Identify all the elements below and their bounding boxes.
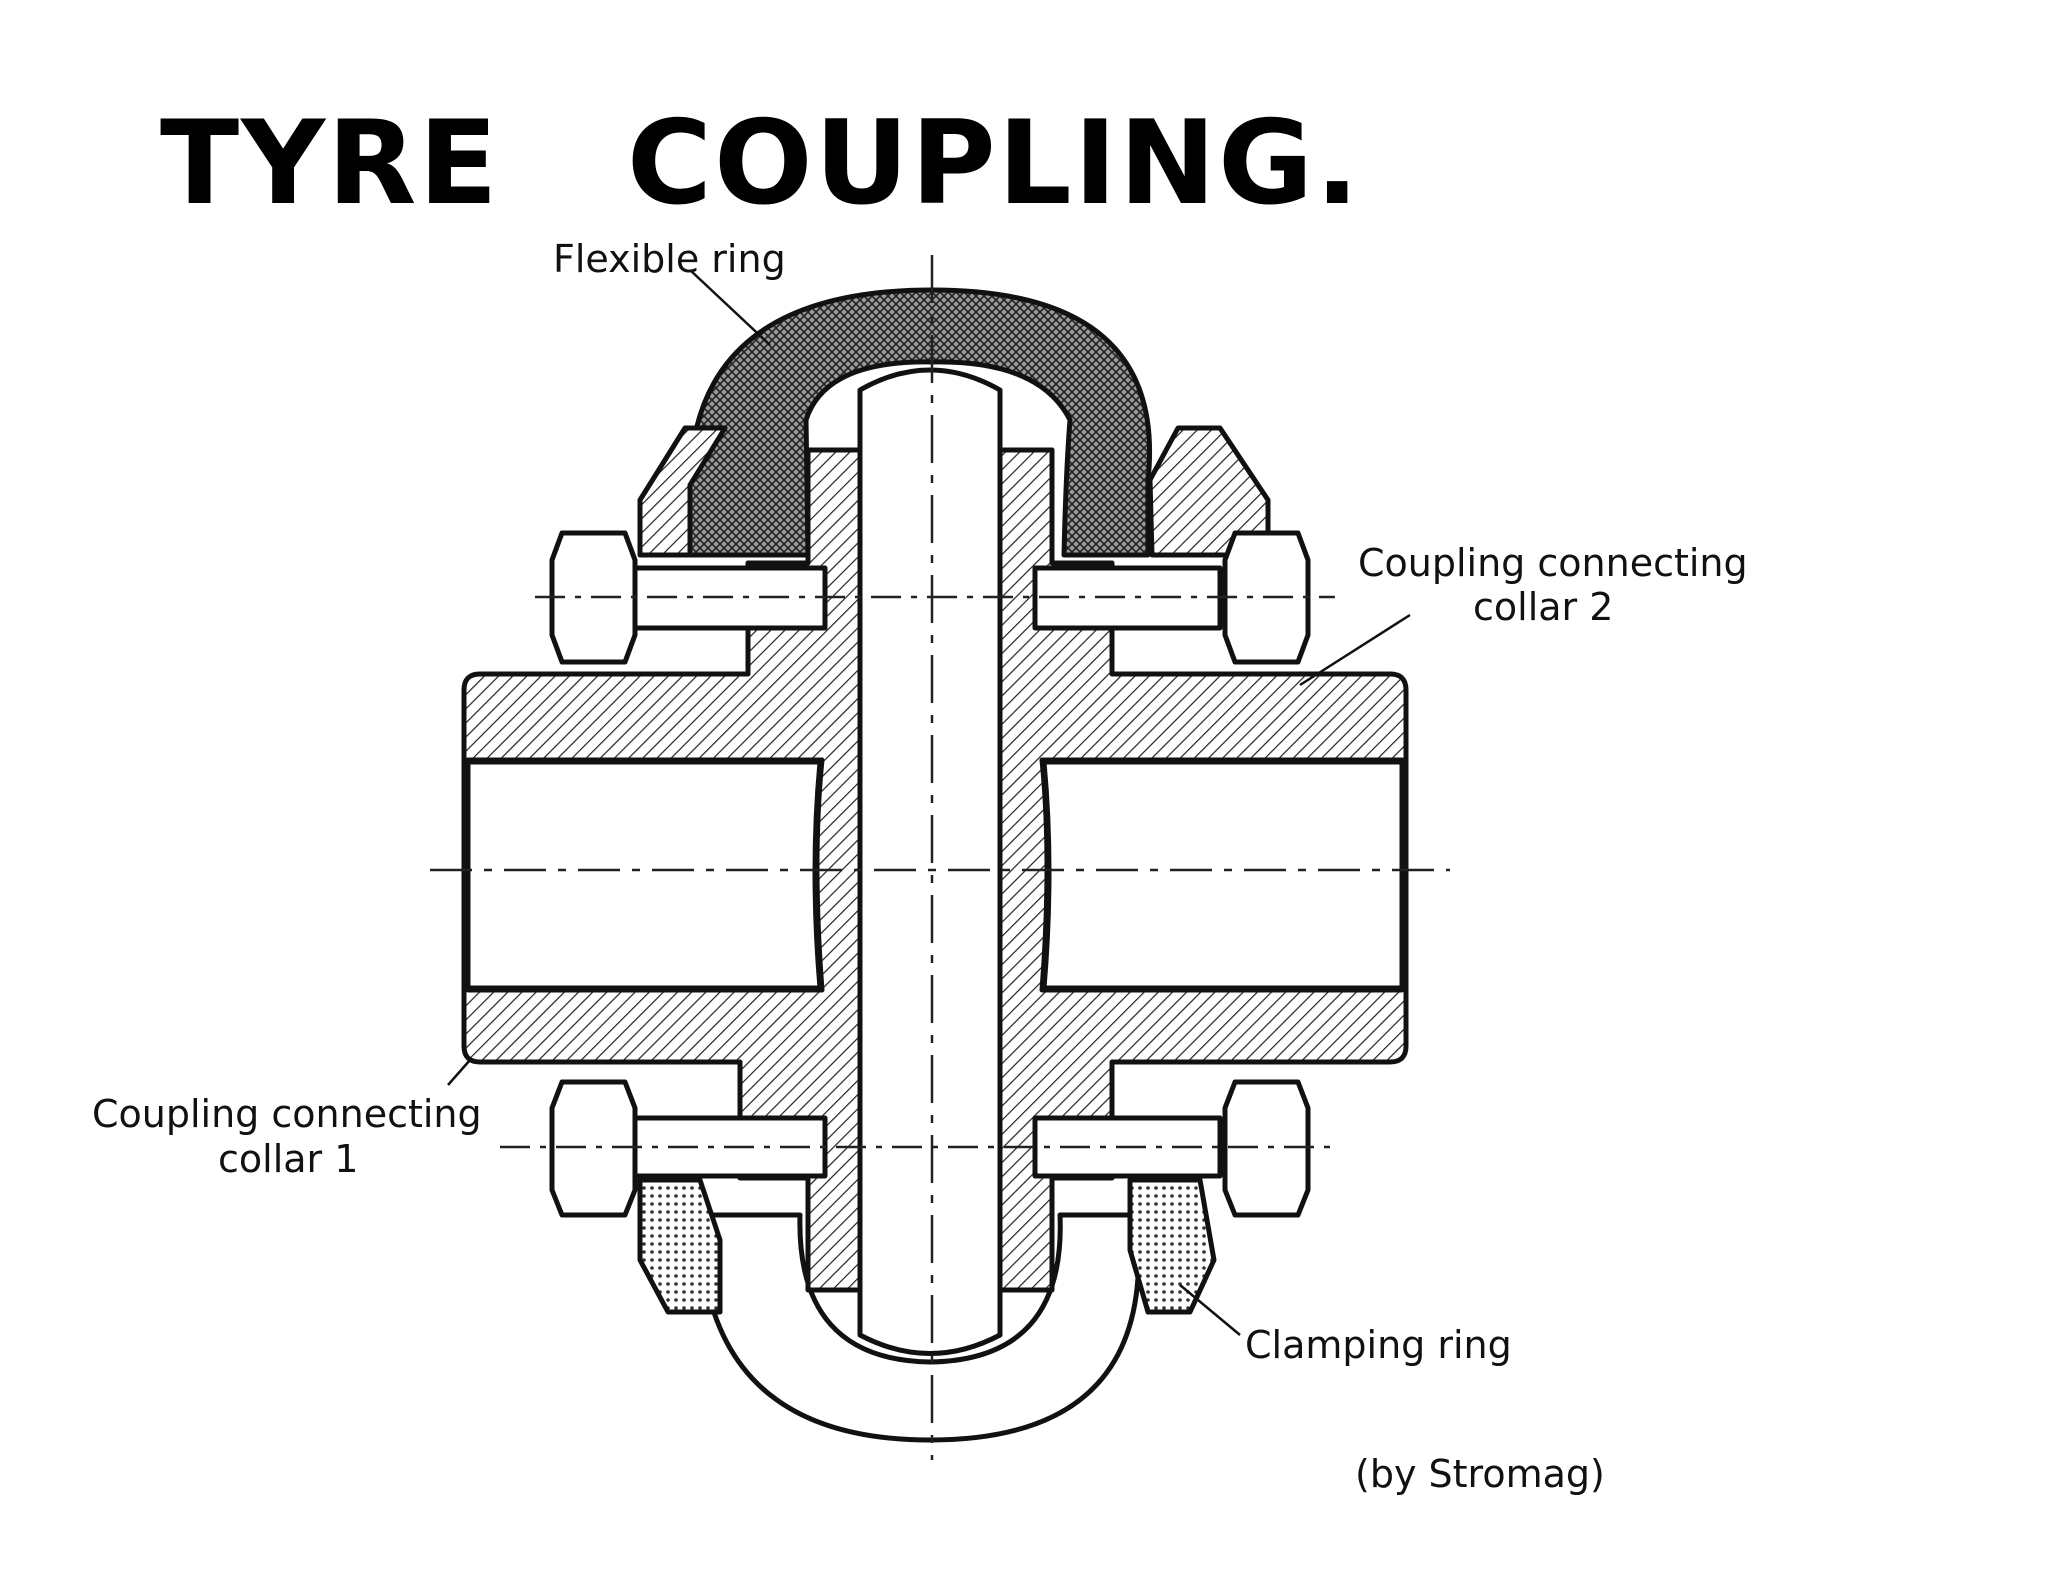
nut-lower-right bbox=[1222, 1079, 1311, 1218]
label-clamping-ring: Clamping ring bbox=[1245, 1323, 1512, 1367]
label-collar-1-line2: collar 1 bbox=[218, 1137, 358, 1181]
leader-flexible-ring bbox=[689, 269, 771, 346]
central-disk bbox=[857, 367, 1003, 1356]
label-collar-1-line1: Coupling connecting bbox=[92, 1092, 482, 1136]
leader-collar-2 bbox=[1299, 613, 1411, 687]
bore-left bbox=[465, 759, 823, 991]
label-flexible-ring: Flexible ring bbox=[553, 237, 786, 281]
clamping-ring-upper-left bbox=[637, 425, 728, 558]
clamping-ring-lower-left bbox=[637, 1177, 723, 1315]
label-collar-2-line1: Coupling connecting bbox=[1358, 541, 1748, 585]
label-collar-2-line2: collar 2 bbox=[1473, 585, 1613, 629]
page-title: TYRE COUPLING. bbox=[160, 96, 1362, 231]
credit-text: (by Stromag) bbox=[1355, 1452, 1605, 1496]
bore-right bbox=[1041, 759, 1405, 991]
clamping-ring-lower-right bbox=[1127, 1177, 1217, 1315]
leader-collar-1 bbox=[447, 1059, 471, 1086]
leader-clamping-ring bbox=[1179, 1284, 1241, 1336]
flexible-ring-upper bbox=[687, 287, 1152, 558]
nut-lower-left bbox=[549, 1079, 638, 1218]
